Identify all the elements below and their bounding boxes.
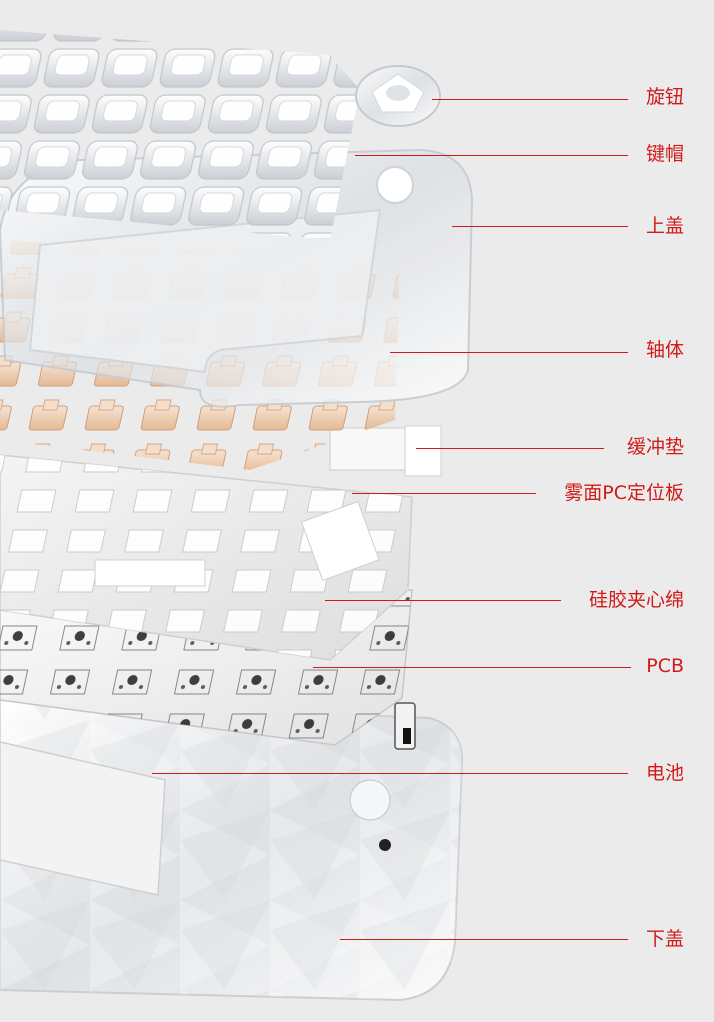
bottom-case-label: 下盖	[645, 928, 684, 950]
buffer-pad-leader-line	[416, 448, 604, 449]
knob-leader-line	[432, 99, 628, 100]
buffer-pad-shape	[329, 425, 442, 477]
keycaps-shape	[0, 30, 360, 240]
battery-shape	[0, 741, 166, 896]
buffer-pad-label: 缓冲垫	[626, 436, 684, 458]
plate-leader-line	[352, 493, 536, 494]
battery-label: 电池	[645, 762, 684, 784]
plate-shape	[0, 454, 413, 661]
knob-label: 旋钮	[645, 86, 684, 108]
silicone-foam-leader-line	[325, 600, 561, 601]
top-case-leader-line	[452, 226, 628, 227]
bottom-case-leader-line	[340, 939, 628, 940]
plate-label: 雾面PC定位板	[564, 482, 684, 504]
pcb-leader-line	[313, 667, 631, 668]
top-case-label: 上盖	[645, 215, 684, 237]
switches-label: 轴体	[645, 339, 684, 361]
pcb-label: PCB	[646, 655, 684, 677]
keycaps-label: 键帽	[645, 143, 684, 165]
silicone-foam-label: 硅胶夹心绵	[588, 589, 684, 611]
battery-leader-line	[152, 773, 628, 774]
switches-leader-line	[390, 352, 628, 353]
keycaps-leader-line	[355, 155, 628, 156]
knob-shape	[355, 65, 441, 127]
